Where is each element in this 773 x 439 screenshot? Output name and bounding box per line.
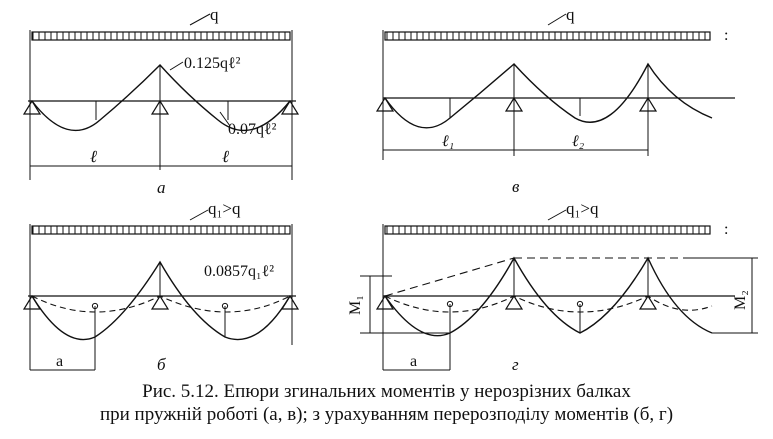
panel-a: q 0.125qℓ² 0.07qℓ² ℓ ℓ а [22,5,300,197]
panel-a-span-moment-label: 0.07qℓ² [228,121,277,138]
panel-g-dim-label: a [410,353,417,370]
panel-b-support-3 [280,294,300,310]
panel-g-continuation-mark: : [724,221,728,238]
panel-g-elastic-curve [384,295,713,313]
panel-g-load-strip [384,225,711,235]
panel-v-support-2 [504,96,524,112]
panel-a-load-strip [31,31,291,41]
panel-g-support-moment-line [384,257,515,297]
panel-a-support-moment-label: 0.125qℓ² [184,55,241,72]
figure-caption-line-2: при пружній роботі (а, в); з урахуванням… [99,404,674,425]
panel-a-support-2 [150,99,170,115]
panel-b-dim-label: a [56,353,63,370]
panel-v: q : ℓ₁ ℓ₂ в [375,5,735,196]
panel-v-label: в [512,177,520,196]
panel-b-load-strip [31,225,291,235]
panel-v-moment-curve [384,62,713,129]
panel-g-label: г [512,355,519,374]
figure-caption-line-1: Рис. 5.12. Епюри згинальних моментів у н… [142,381,631,402]
panel-g-redistributed-curve [384,256,713,337]
panel-v-load-strip [384,31,711,41]
panel-g-support-3 [638,294,658,310]
panel-b-moment-label: 0.0857q₁ℓ² [204,263,274,280]
panel-v-load-label: q [566,5,575,24]
panel-v-support-3 [638,96,658,112]
panel-b-load-label: q₁>q [208,199,241,218]
panel-a-span1-label: ℓ [90,147,97,166]
panel-b-support-1 [22,294,42,310]
panel-v-span2-label: ℓ₂ [572,133,585,150]
panel-a-label: а [157,178,166,197]
panel-g-support-2 [504,294,524,310]
panel-a-load-label: q [210,5,219,24]
moment-diagrams-figure: q 0.125qℓ² 0.07qℓ² ℓ ℓ а q : ℓ₁ [22,5,758,374]
panel-v-span1-label: ℓ₁ [442,133,454,150]
panel-b-label: б [157,355,166,374]
panel-v-continuation-mark: : [724,27,728,44]
panel-g-load-label: q₁>q [566,199,599,218]
panel-g-m1-label: M₁ [347,295,364,315]
panel-a-support-3 [280,99,300,115]
panel-a-support-1 [22,99,42,115]
panel-b: q₁>q 0.0857q₁ℓ² a б [22,199,300,374]
panel-g: q₁>q : M₁ M₂ a г [347,199,758,374]
panel-g-m2-label: M₂ [732,290,749,310]
panel-g-support-1 [375,294,395,310]
panel-b-support-2 [150,294,170,310]
panel-a-span2-label: ℓ [222,147,229,166]
panel-v-support-1 [375,96,395,112]
